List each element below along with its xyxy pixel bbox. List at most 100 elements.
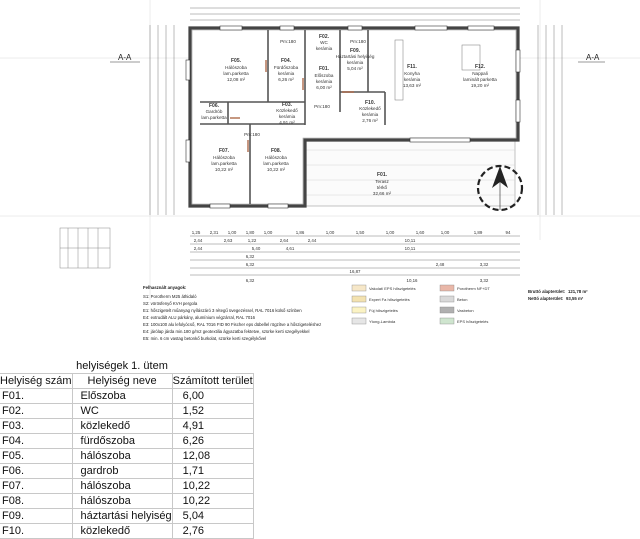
svg-text:1,86: 1,86 xyxy=(296,230,305,235)
svg-text:S2: vörösfenyő KVH pergola: S2: vörösfenyő KVH pergola xyxy=(143,301,198,306)
svg-text:kerámia: kerámia xyxy=(316,46,333,51)
dim-row-5: 16,87 2,48 3,32 xyxy=(350,262,489,274)
svg-text:kerámia: kerámia xyxy=(316,79,333,84)
north-arrow-icon xyxy=(476,164,524,212)
svg-text:F01.: F01. xyxy=(319,66,330,72)
svg-text:Felhasznált anyagok:: Felhasznált anyagok: xyxy=(143,285,187,290)
svg-text:F04.: F04. xyxy=(281,58,292,64)
svg-text:1,00: 1,00 xyxy=(441,230,450,235)
room-schedule-table: Helyiség szám Helyiség neve Számított te… xyxy=(0,373,254,539)
svg-text:térkő: térkő xyxy=(377,185,388,190)
svg-text:2,48: 2,48 xyxy=(436,262,445,267)
room-f06: F06. Gardrób lam.parketta xyxy=(201,103,227,120)
svg-text:1,25: 1,25 xyxy=(192,230,201,235)
room-f04: F04. Fürdőszoba kerámia 6,26 m² xyxy=(274,58,299,82)
room-f12: F12. Nappali laminált parketta 19,20 m² xyxy=(463,64,497,88)
svg-text:Hálószoba: Hálószoba xyxy=(213,155,235,160)
svg-text:6,32: 6,32 xyxy=(246,278,255,283)
svg-text:lam.parketta: lam.parketta xyxy=(201,115,227,120)
svg-text:Pm:180: Pm:180 xyxy=(244,132,260,137)
svg-text:Háztartási helyiség: Háztartási helyiség xyxy=(336,54,375,59)
svg-text:F09.: F09. xyxy=(350,48,361,54)
svg-text:Beton: Beton xyxy=(457,297,467,302)
svg-text:2,44: 2,44 xyxy=(308,238,317,243)
svg-text:2,31: 2,31 xyxy=(210,230,219,235)
svg-text:Fúj hőszigetelés: Fúj hőszigetelés xyxy=(369,308,398,313)
svg-text:Expert Fa hőszigetelés: Expert Fa hőszigetelés xyxy=(369,297,410,302)
svg-text:1,00: 1,00 xyxy=(228,230,237,235)
svg-text:1,80: 1,80 xyxy=(246,230,255,235)
svg-text:Nappali: Nappali xyxy=(472,71,488,76)
svg-text:1,22: 1,22 xyxy=(248,238,257,243)
room-f01: F01. Előszoba kerámia 6,00 m² xyxy=(315,66,334,90)
svg-text:kerámia: kerámia xyxy=(404,77,421,82)
svg-text:S1: Porotherm M25 áthidaló: S1: Porotherm M25 áthidaló xyxy=(143,294,197,299)
left-dimension-lines xyxy=(149,25,175,215)
svg-text:1,89: 1,89 xyxy=(474,230,483,235)
building-walls xyxy=(188,26,520,208)
dim-row-1: 1,25 2,31 1,00 1,80 1,00 1,86 1,00 1,50 … xyxy=(192,230,511,235)
header-area: Számított terület xyxy=(171,373,254,389)
dim-row-6: 6,32 10,16 3,32 xyxy=(246,278,489,283)
svg-text:2,63: 2,63 xyxy=(224,238,233,243)
svg-text:Porotherm NF+DT: Porotherm NF+DT xyxy=(457,286,490,291)
section-label-right: A-A xyxy=(586,53,600,62)
svg-text:F07.: F07. xyxy=(219,148,230,154)
svg-text:E1: hőszigetelt műanyag nyílás: E1: hőszigetelt műanyag nyílászáró 3 rét… xyxy=(143,308,302,313)
svg-text:32,66 m²: 32,66 m² xyxy=(373,191,392,196)
svg-text:2,44: 2,44 xyxy=(194,238,203,243)
dim-row-2: 2,44 2,63 1,22 2,64 2,44 10,11 xyxy=(194,238,416,243)
dining-table xyxy=(461,44,481,71)
room-f02: F02. WC kerámia xyxy=(316,34,333,51)
svg-text:93,55 m²: 93,55 m² xyxy=(566,296,584,301)
svg-text:Közlekedő: Közlekedő xyxy=(276,108,298,113)
svg-text:kerámia: kerámia xyxy=(362,112,379,117)
svg-text:Ytong-Lambda: Ytong-Lambda xyxy=(369,319,396,324)
svg-text:3,32: 3,32 xyxy=(480,278,489,283)
svg-text:Pm:180: Pm:180 xyxy=(314,104,330,109)
svg-text:Hálószoba: Hálószoba xyxy=(265,155,287,160)
svg-text:13,63 m²: 13,63 m² xyxy=(403,83,422,88)
svg-text:6,00 m²: 6,00 m² xyxy=(316,85,332,90)
materials-legend: Felhasznált anyagok: S1: Porotherm M25 á… xyxy=(143,285,321,341)
svg-text:EPS hőszigetelés: EPS hőszigetelés xyxy=(457,319,488,324)
svg-text:2,76 m²: 2,76 m² xyxy=(362,118,378,123)
svg-text:Gardrób: Gardrób xyxy=(206,109,223,114)
svg-text:Előszoba: Előszoba xyxy=(315,73,334,78)
svg-text:F11.: F11. xyxy=(407,64,417,70)
svg-text:1,00: 1,00 xyxy=(326,230,335,235)
svg-text:5,04 m²: 5,04 m² xyxy=(347,66,363,71)
svg-text:kerámia: kerámia xyxy=(278,71,295,76)
svg-text:kerámia: kerámia xyxy=(347,60,364,65)
svg-text:10,22 m²: 10,22 m² xyxy=(215,167,234,172)
svg-text:1,60: 1,60 xyxy=(416,230,425,235)
kitchen-counter xyxy=(394,39,404,101)
svg-text:10,16: 10,16 xyxy=(407,278,419,283)
header-room-number: Helyiség szám xyxy=(0,373,73,389)
svg-text:F08.: F08. xyxy=(271,148,282,154)
section-label-left: A-A xyxy=(118,53,132,62)
svg-text:Hálószoba: Hálószoba xyxy=(225,65,247,70)
svg-text:E4: járólap járda min.180 g/m2: E4: járólap járda min.180 g/m2 geotextil… xyxy=(143,329,310,334)
room-f10: F10. Közlekedő kerámia 2,76 m² xyxy=(359,100,381,123)
svg-text:F01.: F01. xyxy=(377,172,388,178)
svg-text:lam.parketta: lam.parketta xyxy=(223,71,249,76)
svg-text:6,32: 6,32 xyxy=(246,254,255,259)
top-dimension-lines xyxy=(190,7,520,21)
svg-text:kerámia: kerámia xyxy=(279,114,296,119)
svg-text:Konyha: Konyha xyxy=(404,71,420,76)
svg-text:Pm:180: Pm:180 xyxy=(350,39,366,44)
svg-text:F03.: F03. xyxy=(282,102,293,108)
room-f07: F07. Hálószoba lam.parketta 10,22 m² xyxy=(211,148,237,172)
svg-text:Bruttó alapterület:: Bruttó alapterület: xyxy=(528,289,566,294)
svg-text:F02.: F02. xyxy=(319,34,330,40)
svg-text:4,61: 4,61 xyxy=(286,246,295,251)
right-dimension-lines xyxy=(537,25,563,215)
room-schedule-caption: helyiségek 1. ütem xyxy=(76,360,168,372)
svg-text:lam.parketta: lam.parketta xyxy=(211,161,237,166)
